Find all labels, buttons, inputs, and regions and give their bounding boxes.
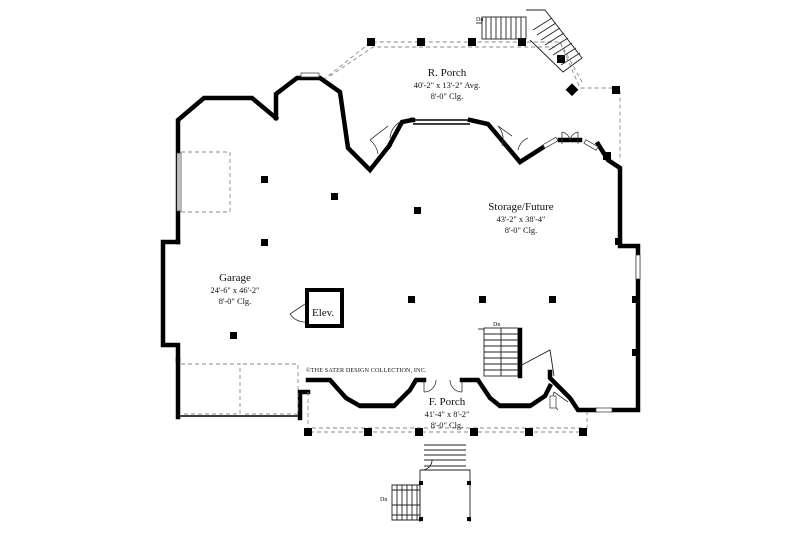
column — [408, 296, 415, 303]
column — [331, 193, 338, 200]
front-porch — [304, 392, 588, 436]
rear-porch-ceiling: 8'-0" Clg. — [431, 92, 463, 101]
exterior-walls — [160, 75, 641, 421]
rear-porch-label: R. Porch 40'-2" x 13'-2" Avg. 8'-0" Clg. — [414, 67, 480, 101]
garage-ceiling: 8'-0" Clg. — [219, 297, 251, 306]
elevator: Elev. — [289, 288, 344, 328]
column — [479, 296, 486, 303]
front-porch-ceiling: 8'-0" Clg. — [431, 421, 463, 430]
column — [414, 207, 421, 214]
rear-porch-dims: 40'-2" x 13'-2" Avg. — [414, 81, 480, 90]
front-wall — [305, 377, 613, 413]
front-porch-name: F. Porch — [429, 396, 466, 408]
column — [261, 239, 268, 246]
column — [261, 176, 268, 183]
interior-columns — [230, 176, 639, 356]
garage-dims: 24'-6" x 46'-2" — [211, 286, 260, 295]
garage-label: Garage 24'-6" x 46'-2" 8'-0" Clg. — [211, 272, 260, 306]
column — [549, 296, 556, 303]
rear-porch-name: R. Porch — [428, 67, 467, 79]
porch-post — [367, 38, 375, 46]
porch-post — [415, 428, 423, 436]
rear-doors — [300, 72, 599, 155]
elevator-label: Elev. — [312, 307, 334, 319]
front-stairs: Dn — [380, 444, 471, 522]
right-window — [635, 254, 641, 280]
copyright-notice: ©THE SATER DESIGN COLLECTION, INC. — [306, 367, 427, 374]
storage-dims: 43'-2" x 38'-4" — [497, 215, 546, 224]
porch-post — [557, 55, 565, 63]
front-stair-down-label: Dn — [380, 497, 387, 503]
column — [632, 349, 639, 356]
interior-stair-down-label: Dn — [493, 322, 500, 328]
front-porch-label: F. Porch 41'-4" x 8'-2" 8'-0" Clg. — [425, 396, 470, 430]
garage-window-area — [176, 151, 231, 213]
garage-name: Garage — [219, 272, 251, 284]
interior-stairs: Dn — [478, 322, 555, 379]
garage-doors — [181, 363, 299, 415]
storage-label: Storage/Future 43'-2" x 38'-4" 8'-0" Clg… — [488, 201, 553, 235]
porch-post — [612, 86, 620, 94]
porch-post — [470, 428, 478, 436]
storage-name: Storage/Future — [488, 201, 553, 213]
porch-post — [518, 38, 526, 46]
front-porch-dims: 41'-4" x 8'-2" — [425, 410, 470, 419]
storage-ceiling: 8'-0" Clg. — [505, 226, 537, 235]
porch-post — [304, 428, 312, 436]
column — [230, 332, 237, 339]
column — [632, 296, 639, 303]
porch-post — [565, 83, 579, 97]
porch-post — [579, 428, 587, 436]
porch-post — [364, 428, 372, 436]
porch-post — [525, 428, 533, 436]
column — [615, 238, 622, 245]
porch-post — [468, 38, 476, 46]
rear-stairs: Dn — [476, 9, 583, 73]
stair-down-label: Dn — [476, 17, 483, 23]
porch-post — [417, 38, 425, 46]
